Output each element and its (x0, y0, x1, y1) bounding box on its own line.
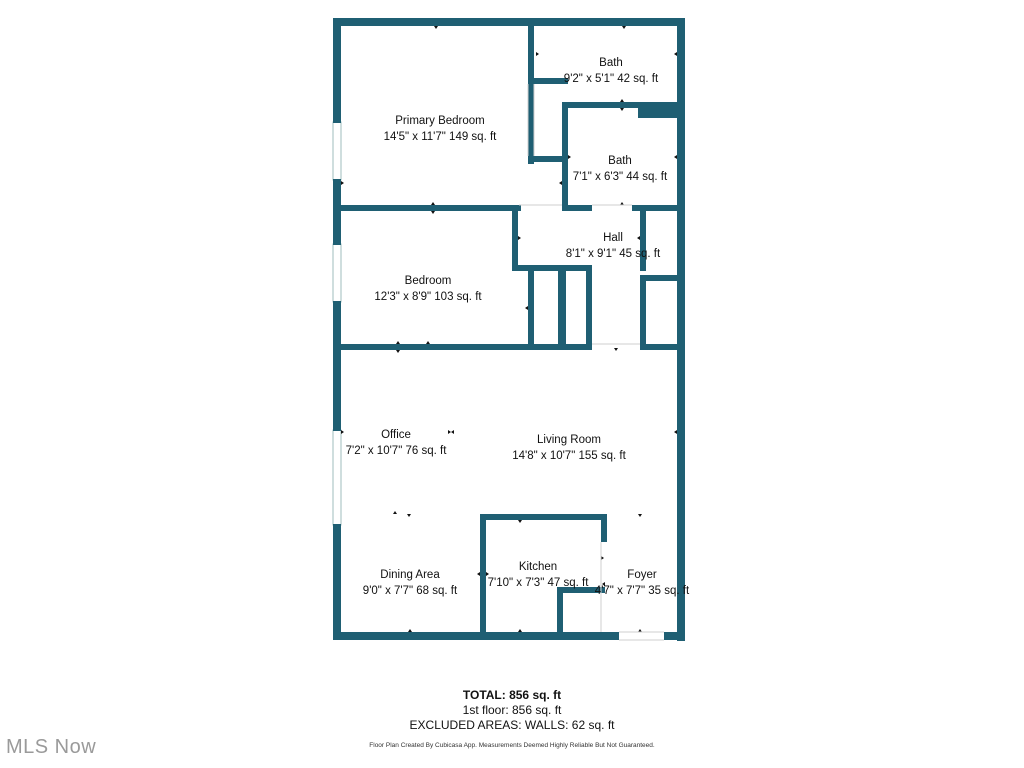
excluded-area: EXCLUDED AREAS: WALLS: 62 sq. ft (409, 718, 615, 732)
room-size: 8'1" x 9'1" 45 sq. ft (565, 248, 661, 260)
room-size: 14'8" x 10'7" 155 sq. ft (512, 450, 626, 462)
door-openings (519, 84, 664, 641)
window-primary-bedroom (332, 121, 342, 181)
room-hall: Hall 8'1" x 9'1" 45 sq. ft (566, 230, 660, 262)
floor-area: 1st floor: 856 sq. ft (462, 703, 562, 717)
room-name: Bath (599, 57, 623, 69)
room-size: 4'7" x 7'7" 35 sq. ft (594, 585, 690, 597)
room-size: 9'2" x 5'1" 42 sq. ft (563, 73, 659, 85)
total-area: TOTAL: 856 sq. ft (462, 688, 562, 702)
room-living-room: Living Room 14'8" x 10'7" 155 sq. ft (512, 432, 626, 464)
room-name: Bedroom (404, 275, 452, 287)
room-bath-lower: Bath 7'1" x 6'3" 44 sq. ft (573, 153, 667, 185)
room-name: Foyer (627, 569, 657, 581)
room-primary-bedroom: Primary Bedroom 14'5" x 11'7" 149 sq. ft (384, 113, 497, 145)
room-bedroom: Bedroom 12'3" x 8'9" 103 sq. ft (374, 273, 481, 305)
room-kitchen: Kitchen 7'10" x 7'3" 47 sq. ft (488, 559, 589, 591)
room-name: Primary Bedroom (395, 115, 485, 127)
room-size: 7'2" x 10'7" 76 sq. ft (345, 445, 447, 457)
room-size: 9'0" x 7'7" 68 sq. ft (362, 585, 458, 597)
room-size: 7'10" x 7'3" 47 sq. ft (487, 577, 589, 589)
room-name: Dining Area (380, 569, 440, 581)
room-name: Bath (608, 155, 632, 167)
room-foyer: Foyer 4'7" x 7'7" 35 sq. ft (595, 567, 689, 599)
room-bath-upper: Bath 9'2" x 5'1" 42 sq. ft (564, 55, 658, 87)
dimension-marks (341, 26, 677, 632)
walls (333, 18, 685, 641)
room-name: Office (381, 429, 411, 441)
area-totals: TOTAL: 856 sq. ft 1st floor: 856 sq. ft … (410, 688, 615, 733)
room-dining-area: Dining Area 9'0" x 7'7" 68 sq. ft (363, 567, 457, 599)
room-size: 12'3" x 8'9" 103 sq. ft (374, 291, 482, 303)
mls-now-logo: MLS Now (6, 736, 97, 758)
window-office (332, 429, 342, 526)
room-name: Hall (603, 232, 623, 244)
room-size: 14'5" x 11'7" 149 sq. ft (383, 131, 497, 143)
room-name: Kitchen (518, 561, 558, 573)
room-office: Office 7'2" x 10'7" 76 sq. ft (346, 427, 447, 459)
room-size: 7'1" x 6'3" 44 sq. ft (572, 171, 668, 183)
window-bedroom (332, 243, 342, 303)
disclaimer: Floor Plan Created By Cubicasa App. Meas… (369, 742, 655, 749)
room-name: Living Room (537, 434, 601, 446)
